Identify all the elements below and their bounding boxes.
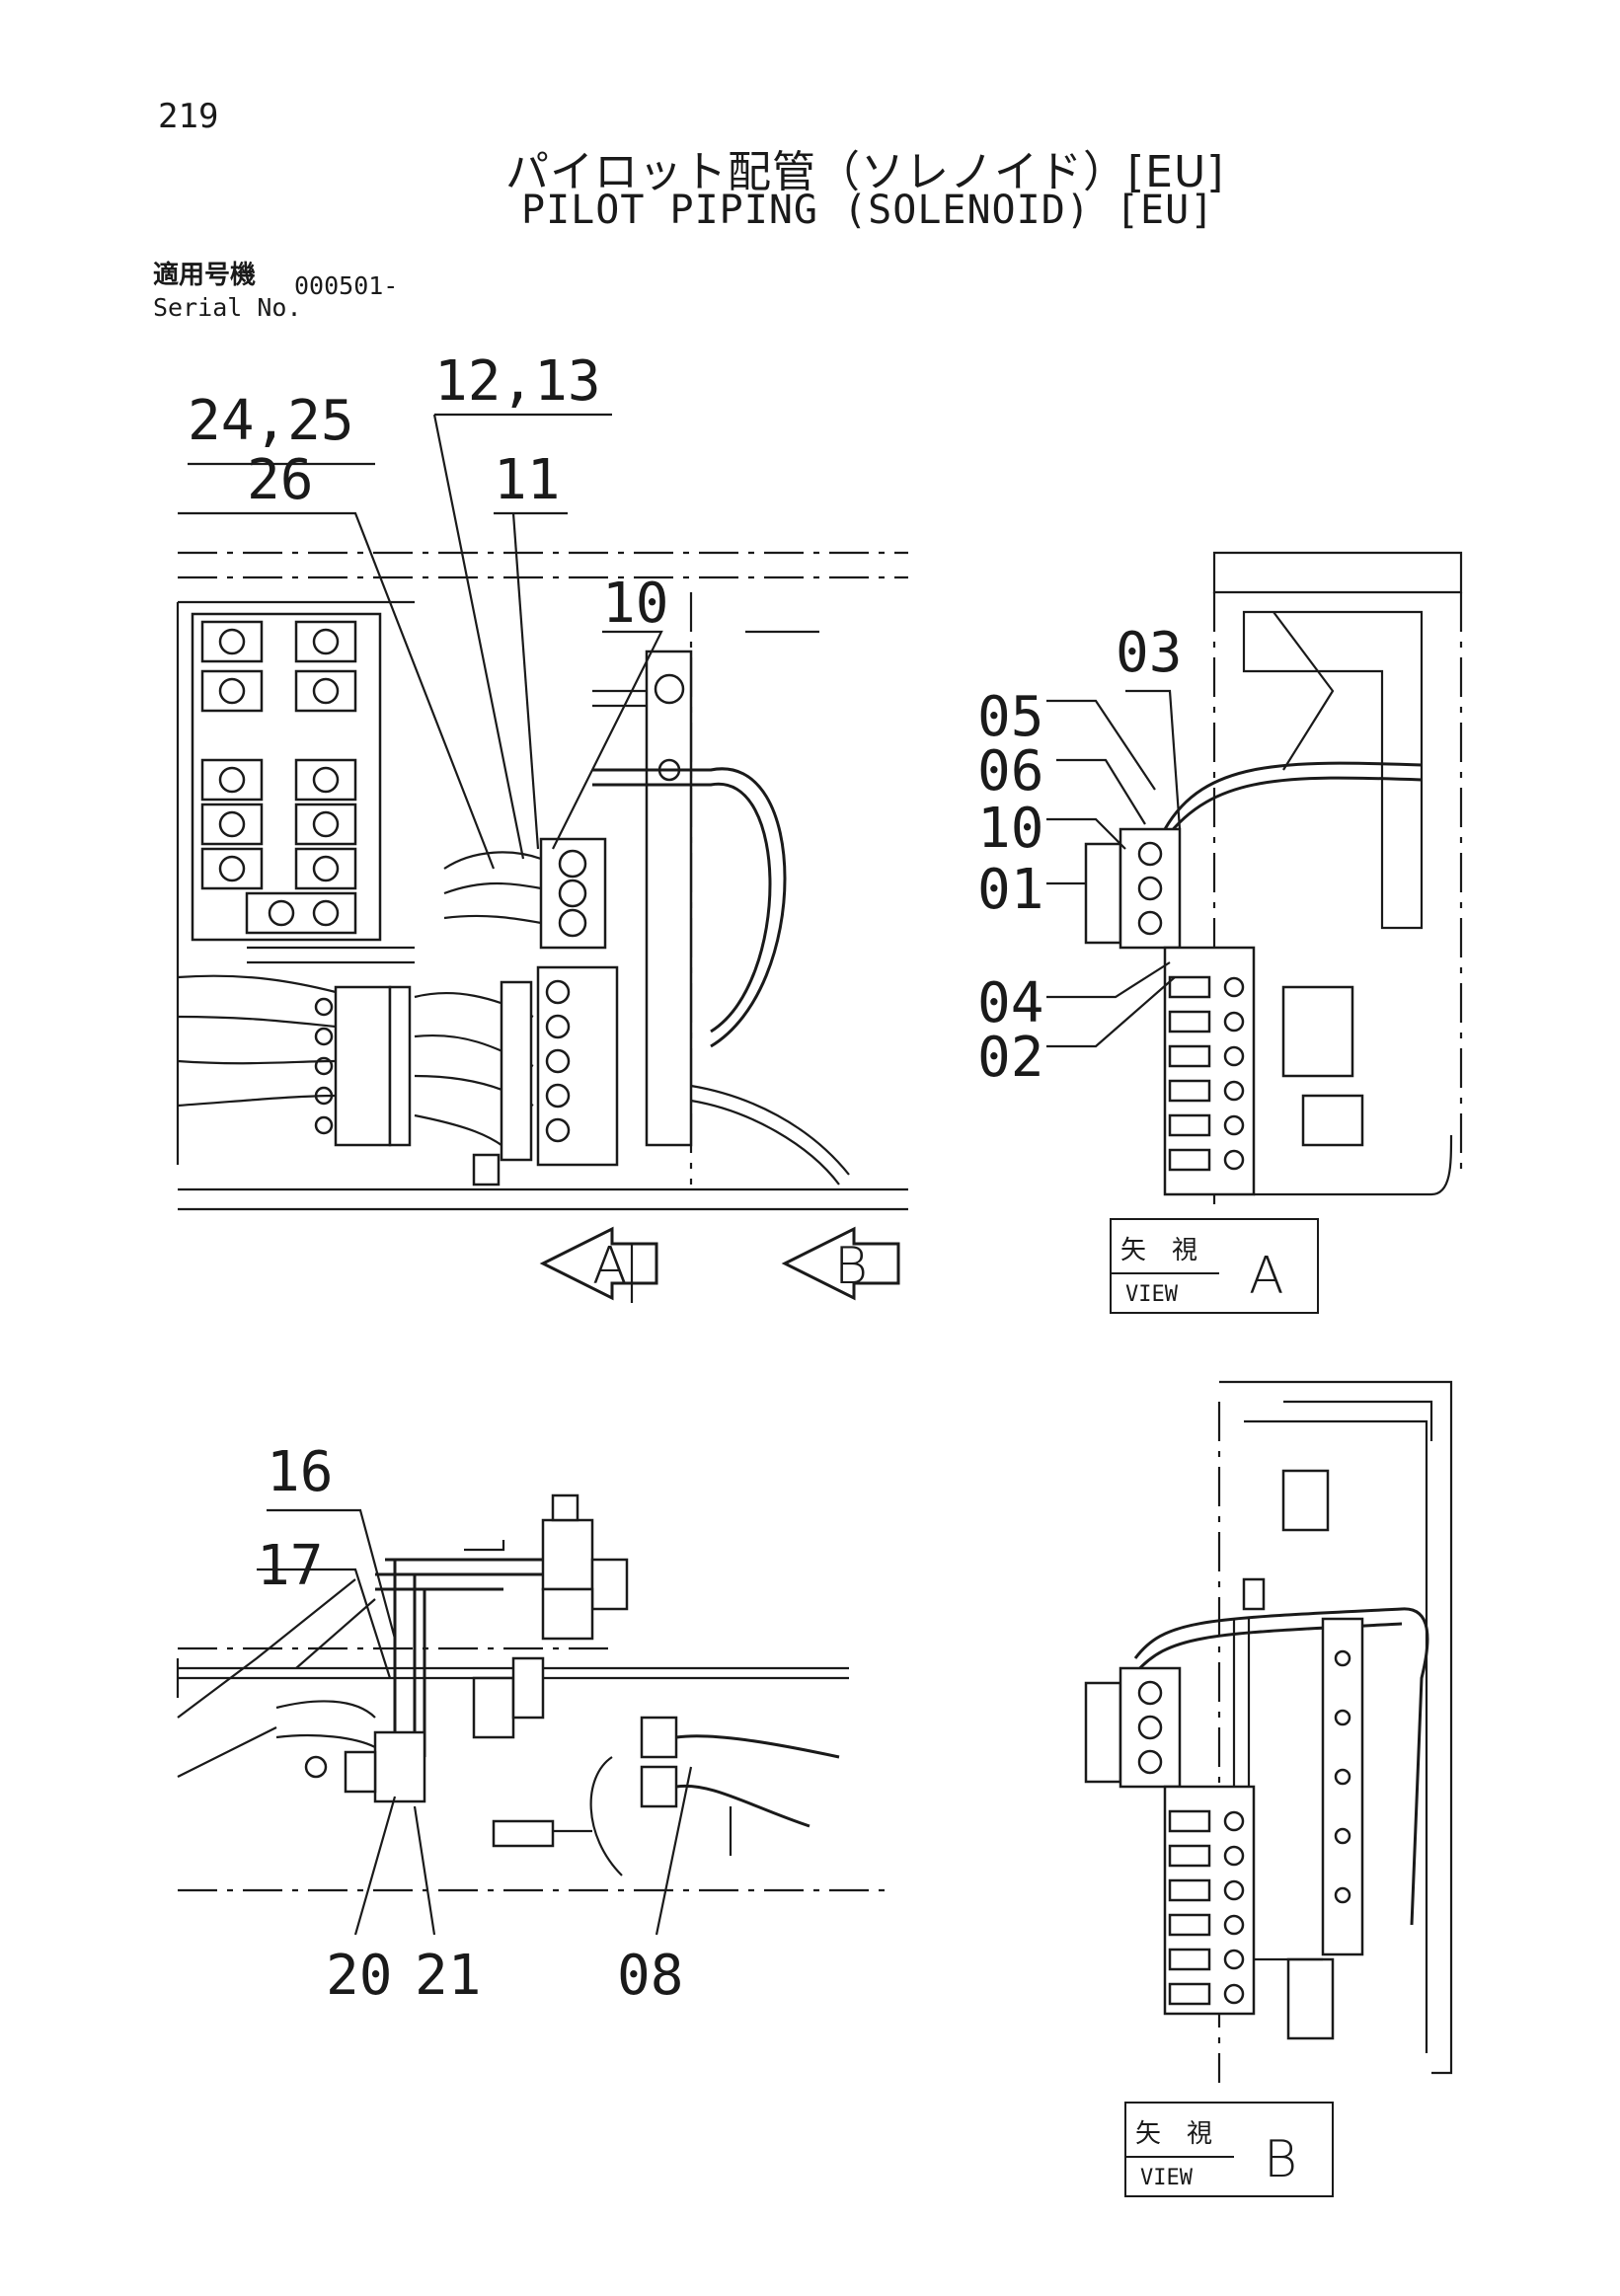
callout-20: 20	[326, 1944, 392, 2008]
pilot-manifold-lower	[177, 946, 534, 1156]
view-a-caption-jp: 矢 視	[1120, 1236, 1197, 1265]
leader-26	[178, 511, 496, 870]
view-a-letter: A	[1249, 1247, 1284, 1306]
view-b-caption: 矢 視 VIEW B	[1124, 2102, 1334, 2197]
title-english: PILOT PIPING (SOLENOID) [EU]	[521, 188, 1215, 233]
callout-06: 06	[977, 739, 1043, 804]
main-view: A B 24,25 26 12,13 11 10	[176, 349, 908, 1303]
view-a-caption: 矢 視 VIEW A	[1110, 1218, 1319, 1314]
pilot-manifold-column	[500, 965, 619, 1167]
callout-11: 11	[494, 448, 560, 512]
title-japanese: パイロット配管（ソレノイド）[EU]	[505, 147, 1225, 197]
callout-12-13: 12,13	[434, 349, 601, 414]
serial-label-english: Serial No.	[153, 293, 302, 322]
arrow-label-a: A	[592, 1237, 628, 1296]
callout-03: 03	[1116, 621, 1182, 685]
lower-view: 16 17 20 21 08	[176, 1440, 888, 2008]
callout-10-view-a: 10	[977, 797, 1043, 861]
callout-01: 01	[977, 858, 1043, 922]
view-b-letter: B	[1264, 2130, 1297, 2189]
page-number: 219	[158, 97, 219, 136]
arrow-label-b: B	[834, 1237, 868, 1296]
callout-16: 16	[267, 1440, 333, 1504]
pilot-pipe-loop	[472, 650, 850, 1186]
serial-label-japanese: 適用号機	[153, 261, 257, 290]
callout-24-25: 24,25	[188, 389, 354, 453]
view-a-valve-ports	[1168, 975, 1245, 1172]
view-b-caption-jp: 矢 視	[1135, 2119, 1212, 2149]
view-a-caption-en: VIEW	[1125, 1282, 1179, 1307]
callout-21: 21	[415, 1944, 481, 2008]
callout-04: 04	[977, 971, 1043, 1035]
callout-08: 08	[617, 1944, 683, 2008]
callout-26: 26	[247, 448, 313, 512]
view-arrow-b: B	[781, 1226, 900, 1301]
view-arrow-a: A	[539, 1226, 658, 1301]
callout-02: 02	[977, 1026, 1043, 1090]
callout-10: 10	[602, 572, 668, 636]
view-b: 矢 視 VIEW B	[1084, 1380, 1453, 2197]
solenoid-valve-main	[443, 837, 607, 950]
view-a: 03 05 06 10 01 04 02 矢 視 VIEW A	[977, 551, 1463, 1314]
view-b-valve-ports	[1168, 1809, 1245, 2006]
control-valve-block	[191, 612, 382, 942]
serial-number-value: 000501-	[294, 271, 399, 300]
callout-05: 05	[977, 685, 1043, 749]
leader-10	[552, 630, 663, 850]
view-b-caption-en: VIEW	[1140, 2166, 1194, 2190]
callout-17: 17	[257, 1534, 323, 1598]
